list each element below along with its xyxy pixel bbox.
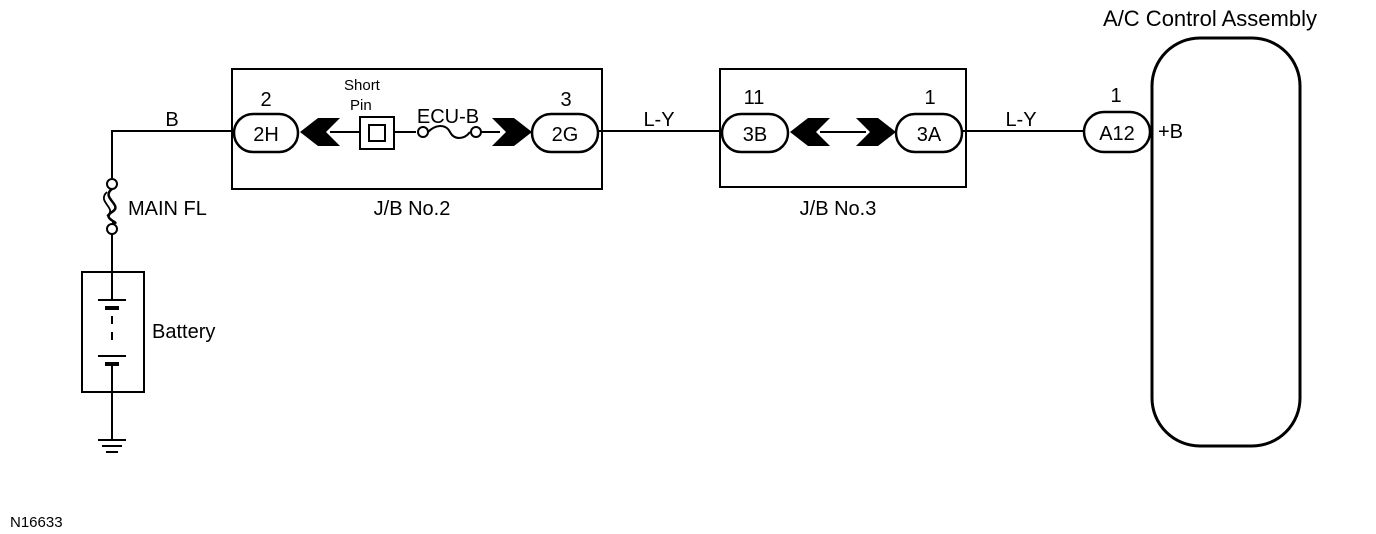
jb3-right-pin-number: 1 xyxy=(924,87,935,109)
ac-pin-number: 1 xyxy=(1110,85,1121,107)
connector-3a-label: 3A xyxy=(917,124,942,146)
connector-2h xyxy=(232,112,300,154)
ac-assembly-title: A/C Control Assembly xyxy=(1103,6,1317,31)
short-pin-label-line1: Short xyxy=(344,77,381,94)
jb2-right-arrow-icon xyxy=(492,118,532,146)
ecu-b-fuse-label: ECU-B xyxy=(417,106,479,128)
connector-2g xyxy=(530,112,600,154)
ac-control-assembly-body xyxy=(1150,36,1302,448)
connector-3b-label: 3B xyxy=(743,124,767,146)
main-fuse-symbol xyxy=(103,178,118,235)
connector-3a xyxy=(894,112,964,154)
jb2-label: J/B No.2 xyxy=(374,198,451,220)
short-pin-label-line2: Pin xyxy=(350,97,372,114)
figure-id: N16633 xyxy=(10,514,63,531)
jb3-box xyxy=(719,68,967,188)
wire-label-ly-2: L-Y xyxy=(1005,109,1036,131)
ecu-b-fuse-symbol xyxy=(417,125,482,139)
connector-3b xyxy=(720,112,790,154)
short-pin-inner xyxy=(368,124,386,142)
jb2-left-arrow-icon xyxy=(300,118,340,146)
jb2-right-pin-number: 3 xyxy=(560,89,571,111)
ac-terminal-label: +B xyxy=(1158,121,1183,143)
battery-label: Battery xyxy=(152,321,215,343)
jb2-box xyxy=(231,68,603,190)
wire-b xyxy=(111,130,234,178)
jb3-right-arrow-icon xyxy=(856,118,896,146)
jb3-left-arrow-icon xyxy=(790,118,830,146)
connector-2g-label: 2G xyxy=(552,124,579,146)
main-fuse-label: MAIN FL xyxy=(128,198,207,220)
wire-label-ly-1: L-Y xyxy=(643,109,674,131)
ground-icon xyxy=(98,439,126,453)
connector-2h-label: 2H xyxy=(253,124,279,146)
wire-label-b: B xyxy=(165,109,178,131)
jb3-left-pin-number: 11 xyxy=(744,87,765,109)
connector-a12-label: A12 xyxy=(1099,123,1135,145)
jb2-left-pin-number: 2 xyxy=(260,89,271,111)
battery-cells xyxy=(98,272,126,392)
connector-a12 xyxy=(1082,110,1152,154)
jb3-label: J/B No.3 xyxy=(800,198,877,220)
